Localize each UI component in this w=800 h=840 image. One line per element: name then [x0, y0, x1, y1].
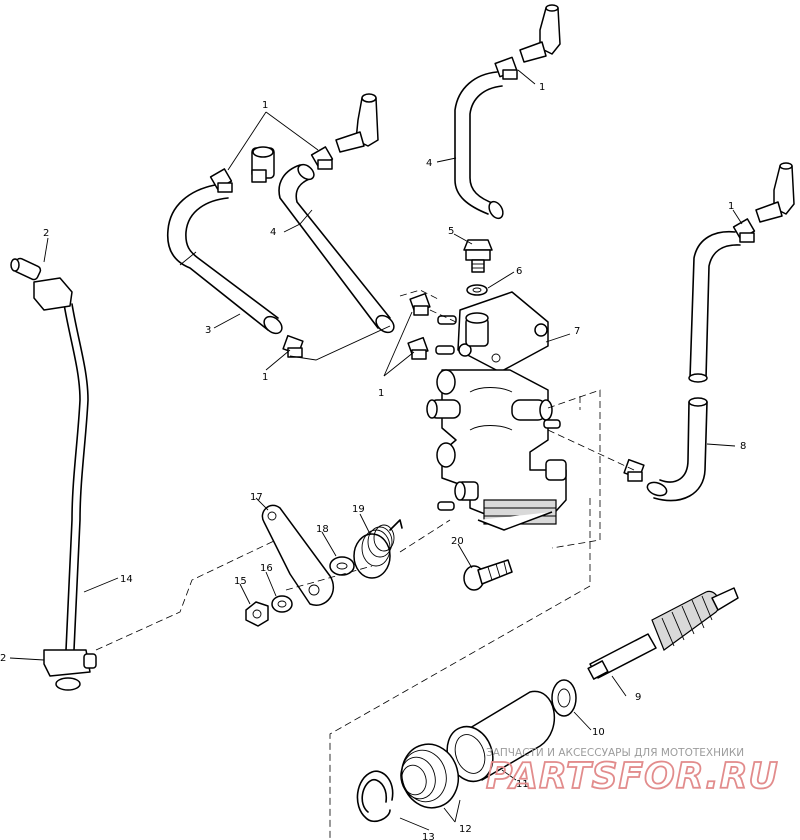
connection-lines	[95, 289, 635, 838]
drive-shaft-9	[587, 587, 739, 680]
control-cable-14	[10, 257, 97, 691]
callout-1-bottom-left: 1	[262, 372, 268, 383]
callout-18: 18	[316, 524, 329, 535]
callout-labels: 1 1 1 1 1 2 2 3 4 4 5 6 7 8 9 10 11 12 1…	[0, 82, 746, 840]
callout-5: 5	[448, 226, 454, 237]
watermark-brand: PARTSFOR.RU	[486, 756, 779, 797]
watermark-tagline: ЗАПЧАСТИ И АКСЕССУАРЫ ДЛЯ МОТОТЕХНИКИ	[486, 747, 744, 759]
callout-2-bottom: 2	[0, 653, 6, 664]
clamp-1-top	[494, 56, 518, 80]
callout-17: 17	[250, 492, 263, 503]
callout-20: 20	[451, 536, 464, 547]
callout-7: 7	[574, 326, 580, 337]
callout-15: 15	[234, 576, 247, 587]
spring-19	[353, 519, 403, 579]
circlip-13	[356, 770, 394, 823]
washer-18	[329, 556, 355, 576]
watermark: ЗАПЧАСТИ И АКСЕССУАРЫ ДЛЯ МОТОТЕХНИКИ PA…	[485, 747, 779, 798]
callout-6: 6	[516, 266, 522, 277]
washer-10	[551, 679, 577, 717]
bolt-5	[463, 239, 493, 273]
leader-lines	[9, 69, 743, 831]
callout-9: 9	[635, 692, 641, 703]
elbow-fitting-left	[335, 93, 379, 153]
elbow-fitting-top	[519, 4, 561, 63]
callout-13: 13	[422, 832, 435, 840]
hose-4-top	[454, 71, 504, 220]
callout-4-left: 4	[270, 227, 276, 238]
sleeve-11	[446, 690, 555, 783]
callout-10: 10	[592, 727, 605, 738]
callout-1-left: 1	[262, 100, 268, 111]
callout-2-top: 2	[43, 228, 49, 239]
screw-20	[463, 559, 513, 591]
seal-12	[400, 743, 460, 809]
callout-19: 19	[352, 504, 365, 515]
callout-4-top: 4	[426, 158, 432, 169]
hose-8	[646, 230, 741, 502]
clamp-1-left-top	[209, 146, 334, 193]
callout-8: 8	[740, 441, 746, 452]
washer-6	[466, 284, 488, 296]
clamp-1-right	[623, 218, 756, 482]
hose-4-left	[278, 163, 395, 334]
callout-1-top: 1	[539, 82, 545, 93]
clamp-1-left-bottom	[282, 334, 304, 358]
hose-3	[166, 184, 283, 335]
elbow-fitting-right	[755, 162, 795, 223]
callout-1-right: 1	[728, 201, 734, 212]
nut-15	[245, 601, 269, 627]
clamp-1-pump	[407, 292, 431, 360]
oil-pump-body	[426, 291, 567, 531]
washer-16	[271, 595, 293, 613]
tee-fitting-left	[251, 146, 275, 183]
lever-17	[261, 504, 335, 606]
callout-14: 14	[120, 574, 133, 585]
callout-1-pump: 1	[378, 388, 384, 399]
callout-11: 11	[516, 779, 529, 790]
callout-12: 12	[459, 824, 472, 835]
pump-nipples	[435, 315, 561, 511]
callout-3: 3	[205, 325, 211, 336]
callout-16: 16	[260, 563, 273, 574]
